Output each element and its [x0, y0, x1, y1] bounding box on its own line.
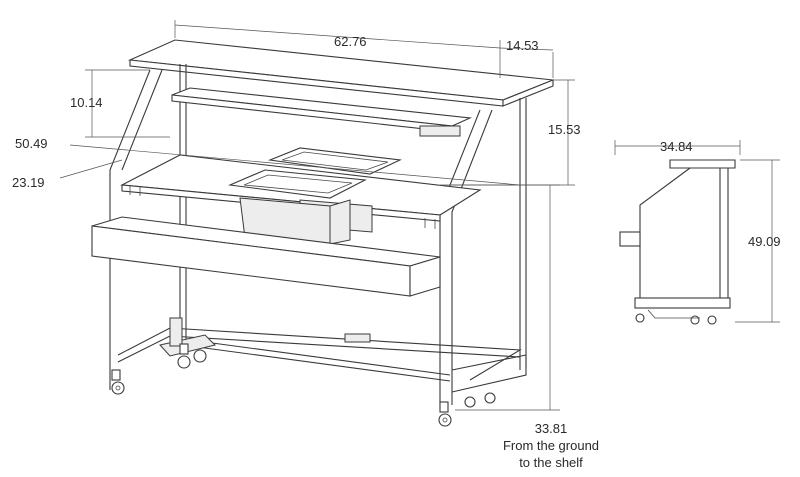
dim-top-height: 15.53 [548, 122, 581, 137]
dim-shelf-height: 33.81 [535, 421, 568, 436]
cart-side-view [614, 140, 780, 325]
shelf-note-line2: to the shelf [519, 455, 583, 470]
caster-rear-left [177, 343, 207, 369]
caster-front-right [438, 401, 452, 427]
dim-width-top: 62.76 [334, 34, 367, 49]
cart-isometric-view [91, 39, 554, 427]
caster-front-left [111, 369, 125, 395]
bottle-trough [91, 216, 441, 297]
inner-shelf [171, 87, 473, 137]
dim-shelf-gap: 10.14 [70, 95, 103, 110]
dimension-lines [59, 20, 575, 411]
dim-side-depth: 34.84 [660, 139, 693, 154]
dim-depth-top: 14.53 [506, 38, 539, 53]
dim-counter-depth: 23.19 [12, 175, 45, 190]
ice-bin-front [227, 169, 367, 245]
caster-rear-right [464, 392, 496, 408]
dim-counter-width: 50.49 [15, 136, 48, 151]
dim-side-height: 49.09 [748, 234, 781, 249]
shelf-note-line1: From the ground [503, 438, 599, 453]
top-canopy [127, 39, 554, 107]
